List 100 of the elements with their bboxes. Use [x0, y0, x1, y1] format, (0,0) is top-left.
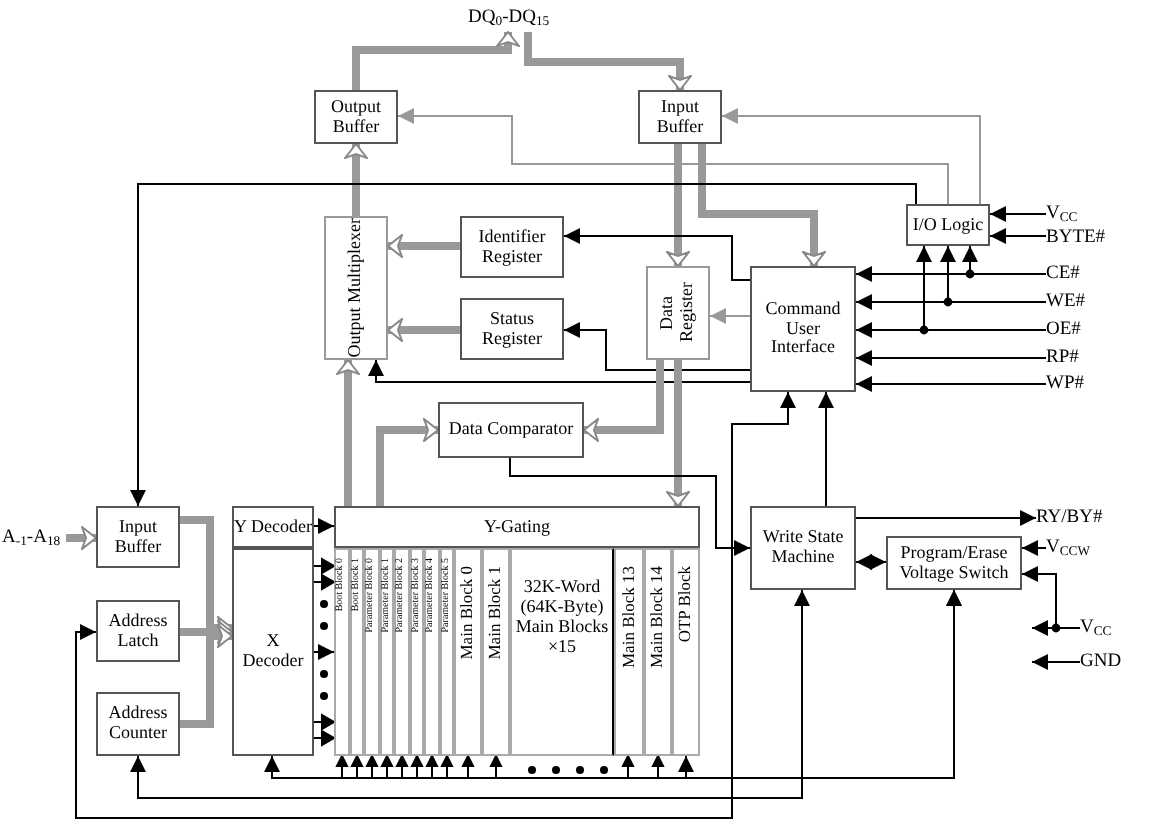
arrow	[709, 308, 751, 324]
arrow	[397, 108, 949, 205]
arrow	[855, 554, 887, 570]
block-label: Address Counter	[106, 704, 170, 744]
memory-block-column	[394, 548, 409, 756]
arrow	[509, 457, 751, 556]
bus-arrow	[387, 318, 460, 342]
pin-label: V$_{CC}$	[1080, 616, 1140, 640]
arrow	[313, 518, 335, 534]
block-box	[750, 266, 856, 392]
arrow	[75, 391, 796, 819]
bus-arrow	[180, 624, 233, 728]
arrow	[721, 108, 981, 205]
block-box	[906, 204, 990, 246]
bus-arrow	[180, 620, 233, 644]
pin-label: A$_{-1}$-A$_{18}$	[2, 526, 66, 552]
memory-block-column	[454, 548, 482, 756]
bus-arrow	[698, 144, 826, 267]
block-label: Output Buffer	[328, 97, 383, 137]
block-box	[460, 216, 564, 278]
block-label: Address Latch	[106, 611, 170, 651]
arrow	[368, 359, 751, 383]
memory-block-column	[672, 548, 700, 756]
memory-block-column	[614, 548, 644, 756]
block-label: Data Register	[658, 280, 698, 347]
arrow	[563, 228, 751, 281]
block-label: Command User Interface	[763, 299, 843, 359]
block-box	[232, 506, 314, 548]
block-box	[314, 90, 398, 144]
bus-arrow	[336, 359, 360, 506]
memory-array	[334, 548, 700, 756]
block-box	[96, 600, 180, 662]
block-label: Program/Erase Voltage Switch	[897, 543, 1011, 583]
pin-label: RY/BY#	[1036, 506, 1136, 530]
arrow	[678, 589, 962, 779]
pin-label: OE#	[1046, 318, 1106, 342]
pin-label: CE#	[1046, 262, 1106, 286]
bus-arrow	[666, 360, 690, 507]
memory-block-column	[334, 548, 349, 756]
block-box	[750, 506, 856, 590]
arrow	[130, 183, 917, 507]
pin-label: BYTE#	[1046, 226, 1118, 250]
block-box	[96, 692, 180, 756]
arrow	[989, 228, 1047, 244]
block-label: Data Comparator	[448, 420, 574, 440]
memory-block-column	[364, 548, 379, 756]
block-label: Y-Gating	[484, 517, 550, 537]
bus-arrow	[344, 143, 368, 216]
arrow	[855, 376, 1047, 392]
memory-block-column	[482, 548, 510, 756]
arrow	[313, 644, 335, 660]
bus-arrow	[387, 234, 460, 258]
pin-label: WE#	[1046, 290, 1106, 314]
arrow	[563, 322, 751, 371]
pin-label: DQ$_{0}$-DQ$_{15}$	[468, 6, 572, 32]
block-box	[438, 402, 584, 458]
block-label: I/O Logic	[912, 215, 984, 235]
block-box	[96, 506, 180, 568]
bus-arrow	[376, 418, 439, 506]
block-label: Input Buffer	[654, 97, 706, 137]
bus-arrow	[66, 526, 97, 550]
block-label: Identifier Register	[476, 227, 548, 267]
pin-label: RP#	[1046, 346, 1106, 370]
pin-label: V$_{CCW}$	[1046, 536, 1130, 560]
arrow	[855, 350, 1047, 366]
block-label: 32K-Word (64K-Byte) Main Blocks ×15	[513, 578, 611, 658]
block-label: Y Decoder	[234, 517, 312, 537]
pin-label: GND	[1080, 650, 1148, 674]
arrow	[855, 510, 1037, 526]
arrow	[818, 391, 834, 507]
block-label: Main Block 13	[619, 566, 639, 668]
pin-label: WP#	[1046, 372, 1106, 396]
block-label: Input Buffer	[112, 517, 164, 557]
arrow	[130, 589, 810, 799]
bus-arrow	[352, 31, 520, 90]
arrow	[989, 206, 1047, 222]
block-label: X Decoder	[240, 632, 306, 672]
block-box	[886, 536, 1022, 590]
block-box	[232, 548, 314, 756]
block-box	[646, 266, 710, 360]
block-label: Main Block 0	[458, 566, 478, 660]
block-label: Write State Machine	[760, 528, 846, 568]
bus-arrow	[524, 32, 692, 91]
block-label: Main Block 14	[648, 566, 668, 668]
block-box	[638, 90, 722, 144]
bus-arrow	[583, 360, 664, 442]
block-box	[324, 216, 388, 360]
block-label: Output Multiplexer	[346, 218, 366, 358]
memory-block-column	[424, 548, 439, 756]
block-box	[460, 298, 564, 360]
block-box	[334, 506, 700, 548]
arrow	[1031, 654, 1081, 670]
block-label: Status Register	[480, 309, 544, 349]
pin-label: V$_{CC}$	[1046, 202, 1094, 226]
block-label: OTP Block	[676, 566, 696, 643]
block-label: Main Block 1	[486, 566, 506, 660]
memory-block-column	[644, 548, 672, 756]
memory-block-column	[510, 548, 614, 756]
bus-arrow	[666, 144, 690, 267]
arrow	[1021, 540, 1047, 556]
